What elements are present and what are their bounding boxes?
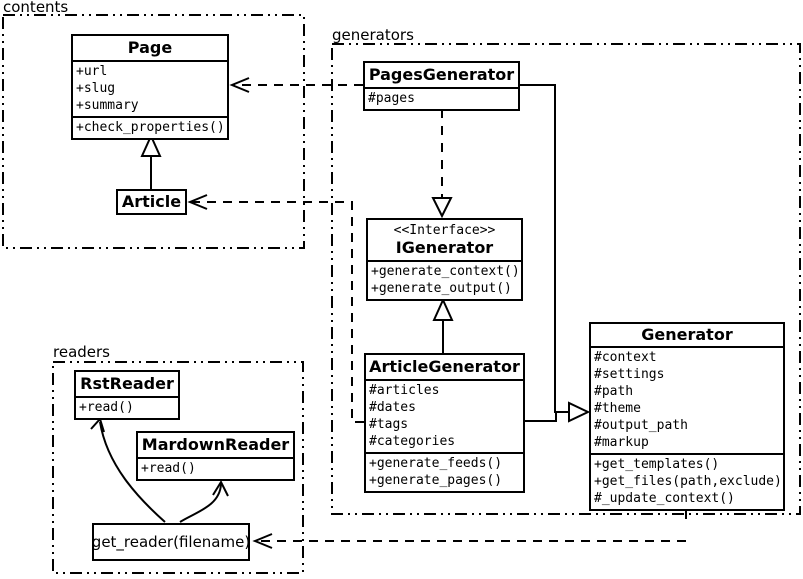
attribute-line: #pages (368, 91, 415, 106)
class-page-attributes: +url +slug +summary (73, 60, 227, 116)
generators-package-border (331, 43, 801, 515)
attribute-line: #settings (594, 367, 665, 382)
call-arrow-getreader-to-mardownreader (179, 483, 222, 523)
method-line: +get_templates() (594, 457, 720, 472)
class-rstreader: RstReader +read() (74, 370, 180, 420)
package-label-generators: generators (332, 26, 414, 44)
attribute-line: #dates (369, 400, 416, 415)
class-article: Article (116, 189, 187, 215)
attribute-line: +summary (76, 98, 139, 113)
open-arrowhead-page (229, 77, 250, 93)
readers-package-border (52, 361, 304, 574)
class-igenerator: <<Interface>> IGenerator +generate_conte… (366, 218, 523, 301)
open-arrowhead-mardownreader (212, 479, 229, 497)
method-line: +check_properties() (76, 120, 225, 135)
method-line: +generate_feeds() (369, 456, 503, 471)
generalization-triangle-generator (568, 401, 591, 423)
generalization-arrow-pagesgenerator-to-generator (519, 84, 569, 413)
attribute-line: #categories (369, 434, 456, 449)
class-pagesgenerator-attributes: #pages (365, 87, 518, 109)
class-generator: Generator #context #settings #path #them… (589, 322, 785, 511)
dependency-arrow-articlegenerator-to-article (192, 201, 364, 423)
class-generator-methods: +get_templates() +get_files(path,exclude… (591, 453, 783, 509)
class-igenerator-title: <<Interface>> IGenerator (368, 220, 521, 260)
class-page-methods: +check_properties() (73, 116, 227, 138)
method-line: +generate_context() (371, 264, 520, 279)
class-igenerator-name: IGenerator (395, 238, 494, 257)
class-page-title: Page (127, 38, 173, 57)
attribute-line: #path (594, 384, 634, 399)
class-page: Page +url +slug +summary +check_properti… (71, 34, 229, 140)
class-generator-title: Generator (641, 325, 733, 344)
contents-package-border (2, 14, 305, 249)
class-rstreader-methods: +read() (76, 396, 178, 418)
attribute-line: #theme (594, 401, 641, 416)
realization-triangle-igenerator (431, 197, 453, 219)
attribute-line: #output_path (594, 418, 688, 433)
generalization-triangle-page (140, 133, 162, 157)
class-articlegenerator-methods: +generate_feeds() +generate_pages() (366, 452, 523, 491)
method-line: +generate_pages() (369, 473, 503, 488)
open-arrowhead-article (187, 194, 208, 210)
class-mardownreader: MardownReader +read() (136, 431, 295, 481)
class-mardownreader-title: MardownReader (141, 435, 290, 454)
attribute-line: #markup (594, 435, 649, 450)
class-articlegenerator-title: ArticleGenerator (369, 357, 520, 376)
class-generator-attributes: #context #settings #path #theme #output_… (591, 346, 783, 453)
attribute-line: +url (76, 64, 108, 79)
class-rstreader-title: RstReader (80, 374, 174, 393)
method-line: #_update_context() (594, 491, 735, 506)
method-line: +read() (141, 461, 196, 476)
generalization-triangle-igenerator (432, 297, 454, 321)
class-pagesgenerator-title: PagesGenerator (368, 65, 515, 84)
generalization-arrow-articlegenerator-to-generator (525, 412, 557, 422)
class-igenerator-methods: +generate_context() +generate_output() (368, 260, 521, 299)
attribute-line: #tags (369, 417, 409, 432)
class-igenerator-stereotype: <<Interface>> (393, 223, 496, 238)
class-articlegenerator-attributes: #articles #dates #tags #categories (366, 379, 523, 452)
attribute-line: +slug (76, 81, 116, 96)
class-article-title: Article (121, 192, 182, 211)
method-line: +get_files(path,exclude) (594, 474, 782, 489)
package-label-readers: readers (53, 343, 110, 361)
method-line: +read() (79, 400, 134, 415)
attribute-line: #context (594, 350, 657, 365)
call-arrow-getreader-to-rstreader (99, 421, 166, 523)
class-articlegenerator: ArticleGenerator #articles #dates #tags … (364, 353, 525, 493)
package-label-contents: contents (3, 0, 69, 16)
function-get-reader-label: get_reader(filename) (91, 533, 251, 551)
open-arrowhead-getreader (252, 533, 273, 549)
function-get-reader: get_reader(filename) (92, 523, 250, 561)
attribute-line: #articles (369, 383, 440, 398)
class-pagesgenerator: PagesGenerator #pages (363, 61, 520, 111)
method-line: +generate_output() (371, 281, 512, 296)
class-mardownreader-methods: +read() (138, 457, 293, 479)
